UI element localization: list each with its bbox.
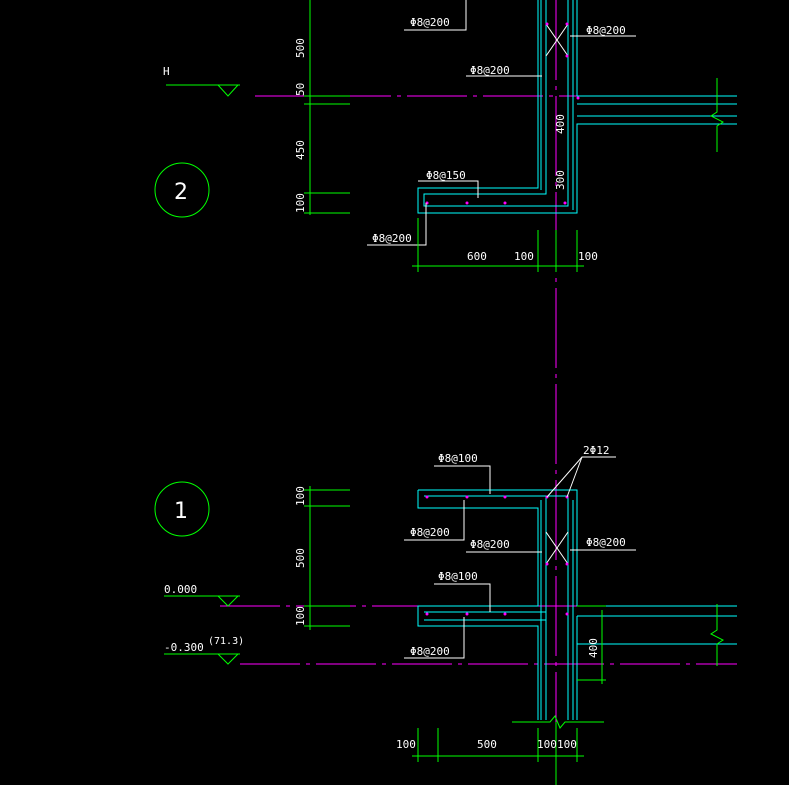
detail-bubble-1 <box>154 481 210 537</box>
rebar-label-s2-mid: Φ8@200 <box>470 64 510 77</box>
wall-outline-2 <box>417 0 737 214</box>
dim-400-right: 400 <box>587 638 600 658</box>
dim-400: 400 <box>554 114 567 134</box>
dim-500-mid: 500 <box>294 548 307 568</box>
rebar-label-s1-twelve: 2Φ12 <box>583 444 610 457</box>
break-line-1-bottom <box>512 715 604 729</box>
rebar-label-s1-lower: Φ8@100 <box>438 570 478 583</box>
detail-bubble-2 <box>154 162 210 218</box>
rebar-label-s2-slab: Φ8@150 <box>426 169 466 182</box>
rebar-label-s1-bottom: Φ8@200 <box>410 645 450 658</box>
dim-50: 50 <box>294 83 307 96</box>
rebar-label-s1-left: Φ8@200 <box>410 526 450 539</box>
section-1: 0.000 -0.300 (71.3) 1 100 500 100 <box>154 444 737 785</box>
rebar-label-s1-top: Φ8@100 <box>438 452 478 465</box>
detail-number-2: 2 <box>174 180 188 205</box>
dim-100-left: 100 <box>396 738 416 751</box>
elevation-neg-label: -0.300 <box>164 641 204 654</box>
elevation-zero-triangle <box>217 595 239 607</box>
break-line-1-right <box>710 604 724 666</box>
rebar-label-s1-right: Φ8@200 <box>586 536 626 549</box>
dim-100a: 100 <box>514 250 534 263</box>
elevation-neg-triangle <box>217 653 239 665</box>
section-2: H 500 50 450 100 2 <box>154 0 737 785</box>
rebar-label-s1-mid: Φ8@200 <box>470 538 510 551</box>
dim-450: 450 <box>294 140 307 160</box>
dim-500: 500 <box>294 38 307 58</box>
break-line-2 <box>710 78 724 152</box>
elevation-h-label: H <box>163 65 170 78</box>
wall-outline-1 <box>418 489 737 607</box>
rebar-label-s2-bottom: Φ8@200 <box>372 232 412 245</box>
dim-100a-bottom: 100 <box>537 738 557 751</box>
dim-100: 100 <box>294 193 307 213</box>
rebar-label-s2-top-right: Φ8@200 <box>586 24 626 37</box>
dim-100b-bottom: 100 <box>557 738 577 751</box>
elevation-zero-label: 0.000 <box>164 583 197 596</box>
dim-100b: 100 <box>578 250 598 263</box>
dim-300: 300 <box>554 170 567 190</box>
rebar-label-s2-top-left: Φ8@200 <box>410 16 450 29</box>
elevation-h-triangle <box>217 84 239 97</box>
dim-600: 600 <box>467 250 487 263</box>
dim-100-top: 100 <box>294 486 307 506</box>
detail-number-1: 1 <box>174 499 188 524</box>
dim-100-bot: 100 <box>294 606 307 626</box>
dim-500-bottom: 500 <box>477 738 497 751</box>
elevation-paren-label: (71.3) <box>208 636 244 647</box>
